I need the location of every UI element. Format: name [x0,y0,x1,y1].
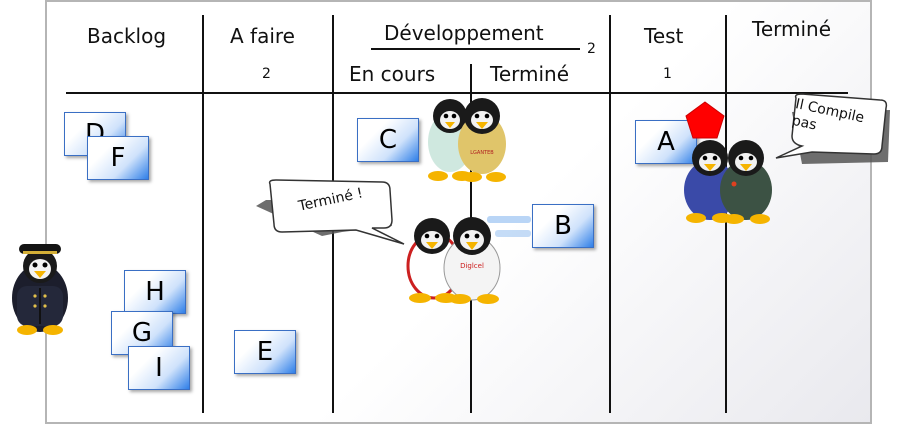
motion-trail [487,216,531,237]
penguin-badge-2: Diglcel [460,262,484,270]
penguin-badge-1: LGANTEB [470,150,494,156]
column-divider-3 [609,15,611,413]
reviewer-penguins-pair-icon [684,140,772,224]
column-title-a-faire: A faire [230,24,295,48]
developpement-underline [371,48,580,50]
blocker-pentagon-icon [685,101,725,139]
developer-penguins-pair-icon: LGANTEB [428,98,506,182]
wip-limit-developpement: 2 [587,41,596,57]
column-title-termine: Terminé [752,17,832,41]
task-card-e[interactable]: E [234,330,296,374]
tester-penguins-pair-icon: Diglcel [406,217,501,304]
pilot-penguin-icon [12,244,68,335]
column-title-developpement: Développement [384,21,544,45]
speech-bubble-compile [775,93,890,164]
task-card-b[interactable]: B [532,204,594,248]
column-divider-1 [202,15,204,413]
column-title-test: Test [644,24,684,48]
subcolumn-title-dev-termine: Terminé [490,62,570,86]
task-card-f[interactable]: F [87,136,149,180]
header-separator [66,92,848,94]
task-card-i[interactable]: I [128,346,190,390]
task-card-a[interactable]: A [635,120,697,164]
task-card-h[interactable]: H [124,270,186,314]
speech-bubble-termine [256,179,405,245]
subcolumn-title-en-cours: En cours [349,62,436,86]
wip-limit-test: 1 [663,66,672,82]
wip-limit-a-faire: 2 [262,66,271,82]
column-title-backlog: Backlog [87,24,167,48]
task-card-c[interactable]: C [357,118,419,162]
